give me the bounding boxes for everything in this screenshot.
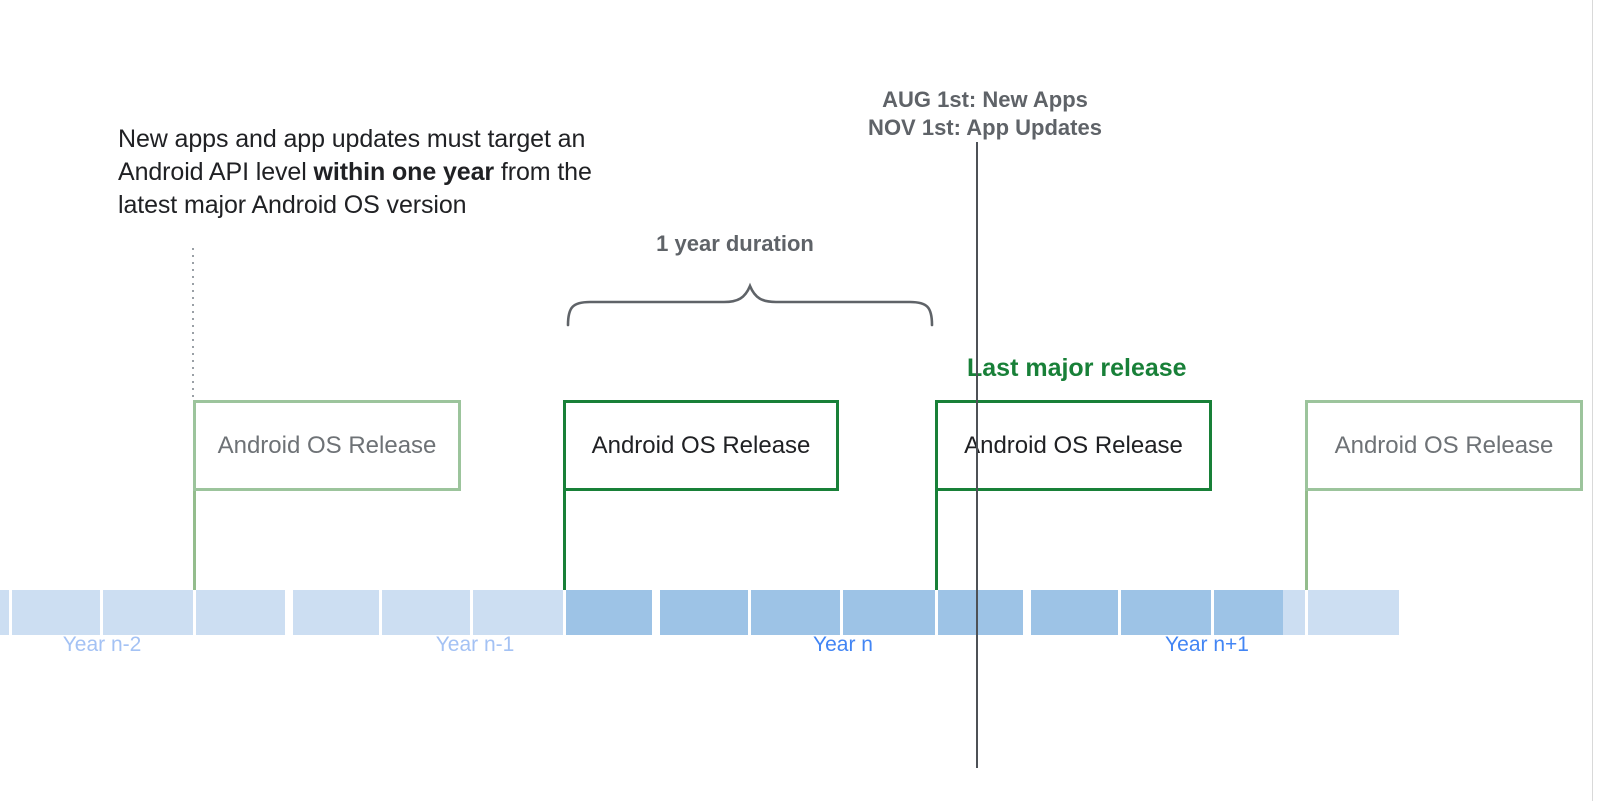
page-edge-divider — [1592, 0, 1593, 801]
last-major-release-label: Last major release — [967, 354, 1187, 382]
note-line-3: latest major Android OS version — [118, 191, 467, 219]
timeline-quarter-segment-light — [1283, 590, 1305, 635]
dotted-guide-line — [192, 248, 194, 398]
deadline-dates-label: AUG 1st: New Apps NOV 1st: App Updates — [868, 86, 1102, 142]
timeline-quarter-segment-light — [0, 590, 9, 635]
release-dropline-4 — [1305, 489, 1308, 590]
year-label-n-plus-1: Year n+1 — [1165, 633, 1249, 656]
release-dropline-2 — [563, 489, 566, 590]
os-release-box-1-label: Android OS Release — [217, 431, 437, 459]
release-dropline-3 — [935, 489, 938, 590]
os-release-box-4: Android OS Release — [1305, 400, 1583, 491]
timeline-quarter-segment-dark — [1121, 590, 1211, 635]
timeline-quarter-segment-dark — [1214, 590, 1283, 635]
timeline-quarter-segment-light — [473, 590, 563, 635]
target-api-note: New apps and app updates must target an … — [118, 123, 718, 222]
timeline-quarter-segment-light — [293, 590, 379, 635]
timeline-quarter-segment-dark — [843, 590, 935, 635]
timeline-quarter-segment-dark — [660, 590, 748, 635]
os-release-box-2-label: Android OS Release — [591, 431, 811, 459]
os-release-box-3-label: Android OS Release — [964, 431, 1183, 459]
timeline-bar — [0, 590, 1400, 635]
note-line-2: Android API level within one year from t… — [118, 158, 592, 186]
year-label-n-2: Year n-2 — [62, 633, 142, 656]
curly-brace — [566, 282, 934, 327]
timeline-quarter-segment-light — [196, 590, 285, 635]
timeline-quarter-segment-light — [103, 590, 193, 635]
year-label-n-1: Year n-1 — [435, 633, 515, 656]
timeline-quarter-segment-light — [12, 590, 100, 635]
deadline-app-updates: NOV 1st: App Updates — [868, 115, 1102, 140]
deadline-new-apps: AUG 1st: New Apps — [882, 87, 1088, 112]
year-label-n: Year n — [813, 633, 873, 656]
timeline-quarter-segment-dark — [938, 590, 1023, 635]
note-line-1: New apps and app updates must target an — [118, 125, 586, 153]
deadline-vertical-rule — [976, 142, 978, 768]
duration-label: 1 year duration — [656, 231, 814, 256]
os-release-box-1: Android OS Release — [193, 400, 461, 491]
os-release-box-2: Android OS Release — [563, 400, 839, 491]
os-release-box-3: Android OS Release — [935, 400, 1212, 491]
timeline-quarter-segment-dark — [751, 590, 840, 635]
os-release-box-4-label: Android OS Release — [1334, 431, 1554, 459]
release-dropline-1 — [193, 489, 196, 590]
note-bold-phrase: within one year — [313, 158, 495, 186]
timeline-quarter-segment-light — [1308, 590, 1399, 635]
timeline-quarter-segment-dark — [1031, 590, 1118, 635]
timeline-quarter-segment-light — [382, 590, 470, 635]
timeline-quarter-segment-dark — [566, 590, 652, 635]
